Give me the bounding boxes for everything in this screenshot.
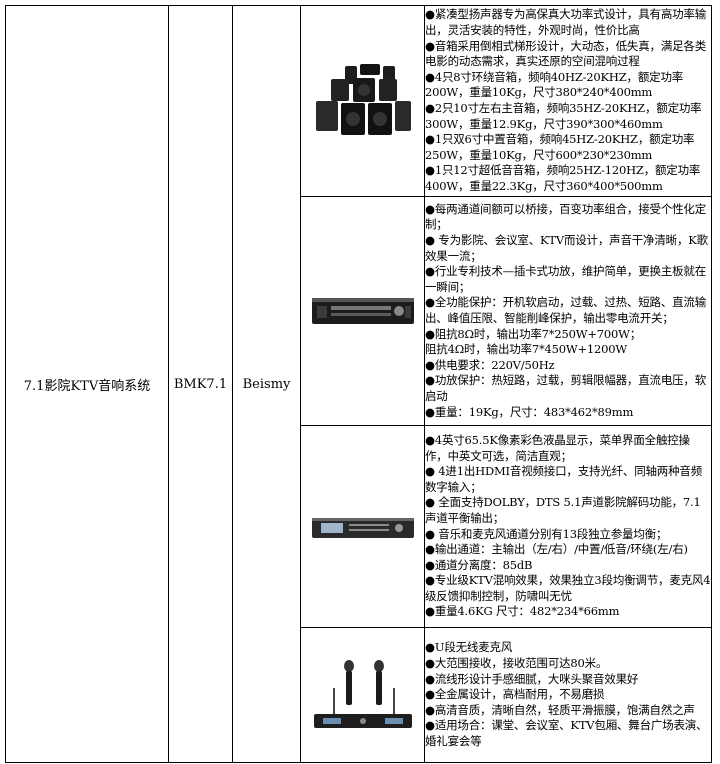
table-row: ●U段无线麦克风 ●大范围接收，接收范围可达80米。 ●流线形设计手感细腻，大咪… xyxy=(6,627,712,763)
power-amplifier-icon xyxy=(311,298,414,324)
table-row: 7.1影院KTV音响系统 BMK7.1 Beismy ●紧凑型扬声器专为高保真大 xyxy=(5,5,712,763)
description-line: ●行业专利技术—插卡式功放，维护简单，更换主板就在一瞬间； xyxy=(425,264,707,294)
product-description: ●每两通道间额可以桥接，百变功率组合，接受个性化定制； ● 专为影院、会议室、K… xyxy=(424,196,712,426)
description-line: ●1只双6寸中置音箱，频响45HZ-20KHZ，额定功率250W，重量10Kg，… xyxy=(425,132,695,162)
product-image-cell xyxy=(300,425,425,628)
description-line: ●U段无线麦克风 xyxy=(425,640,513,655)
description-line: ● 音乐和麦克风通道分别有13段独立参量均衡； xyxy=(425,526,668,541)
decoder-processor-icon xyxy=(311,517,414,538)
product-spec-table: 7.1影院KTV音响系统 BMK7.1 Beismy ●紧凑型扬声器专为高保真大 xyxy=(5,5,712,763)
description-line: ●阻抗8Ω时，输出功率7*250W+700W； xyxy=(425,326,642,341)
description-line: ●音箱采用倒相式梯形设计，大动态，低失真，满足各类电影的动态需求，真实还原的空间… xyxy=(425,38,707,69)
brand-cell: Beismy xyxy=(232,5,301,763)
description-line: ●重量4.6KG 尺寸：482*234*66mm xyxy=(425,604,620,619)
description-line: ●4只8寸环绕音箱，频响40HZ-20KHZ，额定功率200W，重量10Kg，尺… xyxy=(425,69,684,100)
product-image-cell xyxy=(300,196,425,426)
table-row: ●每两通道间额可以桥接，百变功率组合，接受个性化定制； ● 专为影院、会议室、K… xyxy=(6,196,712,426)
product-description: ●紧凑型扬声器专为高保真大功率式设计，具有高功率输出，灵活安装的特性，外观时尚，… xyxy=(424,5,712,197)
description-line: ● 全面支持DOLBY，DTS 5.1声道影院解码功能，7.1声道平衡输出； xyxy=(425,495,701,525)
table-row: ●4英寸65.5K像素彩色液晶显示，菜单界面全触控操作，中英文可选，简洁直观； … xyxy=(6,425,712,628)
description-line: ● 4进1出HDMI音视频接口，支持光纤、同轴两种音频数字输入； xyxy=(425,464,702,494)
description-line: ●重量：19Kg，尺寸：483*462*89mm xyxy=(425,404,634,419)
description-line: ●供电要求：220V/50Hz xyxy=(425,357,555,372)
model-cell: BMK7.1 xyxy=(168,5,233,763)
description-line: ●1只12寸超低音音箱，频响25HZ-120HZ，额定功率400W，重量22.3… xyxy=(425,163,701,193)
description-line: ●全功能保护：开机软启动，过载、过热、短路、直流输出、峰值压限、智能削峰保护，输… xyxy=(425,295,707,325)
description-line: ●专业级KTV混响效果，效果独立3段均衡调节，麦克风4级反馈抑制控制，防啸叫无忧 xyxy=(425,573,711,603)
description-line: ●紧凑型扬声器专为高保真大功率式设计，具有高功率输出，灵活安装的特性，外观时尚，… xyxy=(425,7,707,38)
description-line: ●输出通道：主输出（左/右）/中置/低音/环绕(左/右) xyxy=(425,542,688,557)
product-image-cell xyxy=(300,627,425,763)
system-name-cell: 7.1影院KTV音响系统 xyxy=(5,5,169,763)
product-description: ●4英寸65.5K像素彩色液晶显示，菜单界面全触控操作，中英文可选，简洁直观； … xyxy=(424,425,712,628)
wireless-microphone-icon xyxy=(313,660,412,728)
speaker-set-icon xyxy=(315,64,411,135)
description-line: ●每两通道间额可以桥接，百变功率组合，接受个性化定制； xyxy=(425,201,707,232)
description-line: ● 专为影院、会议室、KTV而设计，声音干净清晰，K歌效果一流； xyxy=(425,233,708,263)
description-line: 阻抗4Ω时，输出功率7*450W+1200W xyxy=(425,342,628,357)
description-line: ●大范围接收，接收范围可达80米。 xyxy=(425,656,608,671)
product-description: ●U段无线麦克风 ●大范围接收，接收范围可达80米。 ●流线形设计手感细腻，大咪… xyxy=(424,627,712,763)
description-line: ●全金属设计，高档耐用，不易磨损 xyxy=(425,687,605,702)
description-line: ●流线形设计手感细腻，大咪头聚音效果好 xyxy=(425,671,639,686)
description-line: ●高清音质，清晰自然，轻质平滑振膜，饱满自然之声 xyxy=(425,702,695,717)
description-line: ●2只10寸左右主音箱，频响35HZ-20KHZ，额定功率300W，重量12.9… xyxy=(425,101,702,131)
product-image-cell xyxy=(300,5,425,197)
description-line: ●功放保护：热短路，过载，剪辑限幅器，直流电压，软启动 xyxy=(425,373,707,403)
description-line: ●4英寸65.5K像素彩色液晶显示，菜单界面全触控操作，中英文可选，简洁直观； xyxy=(425,432,690,463)
description-line: ●适用场合：课堂、会议室、KTV包厢、舞台广场表演、婚礼宴会等 xyxy=(425,718,708,748)
description-line: ●通道分离度：85dB xyxy=(425,557,533,572)
